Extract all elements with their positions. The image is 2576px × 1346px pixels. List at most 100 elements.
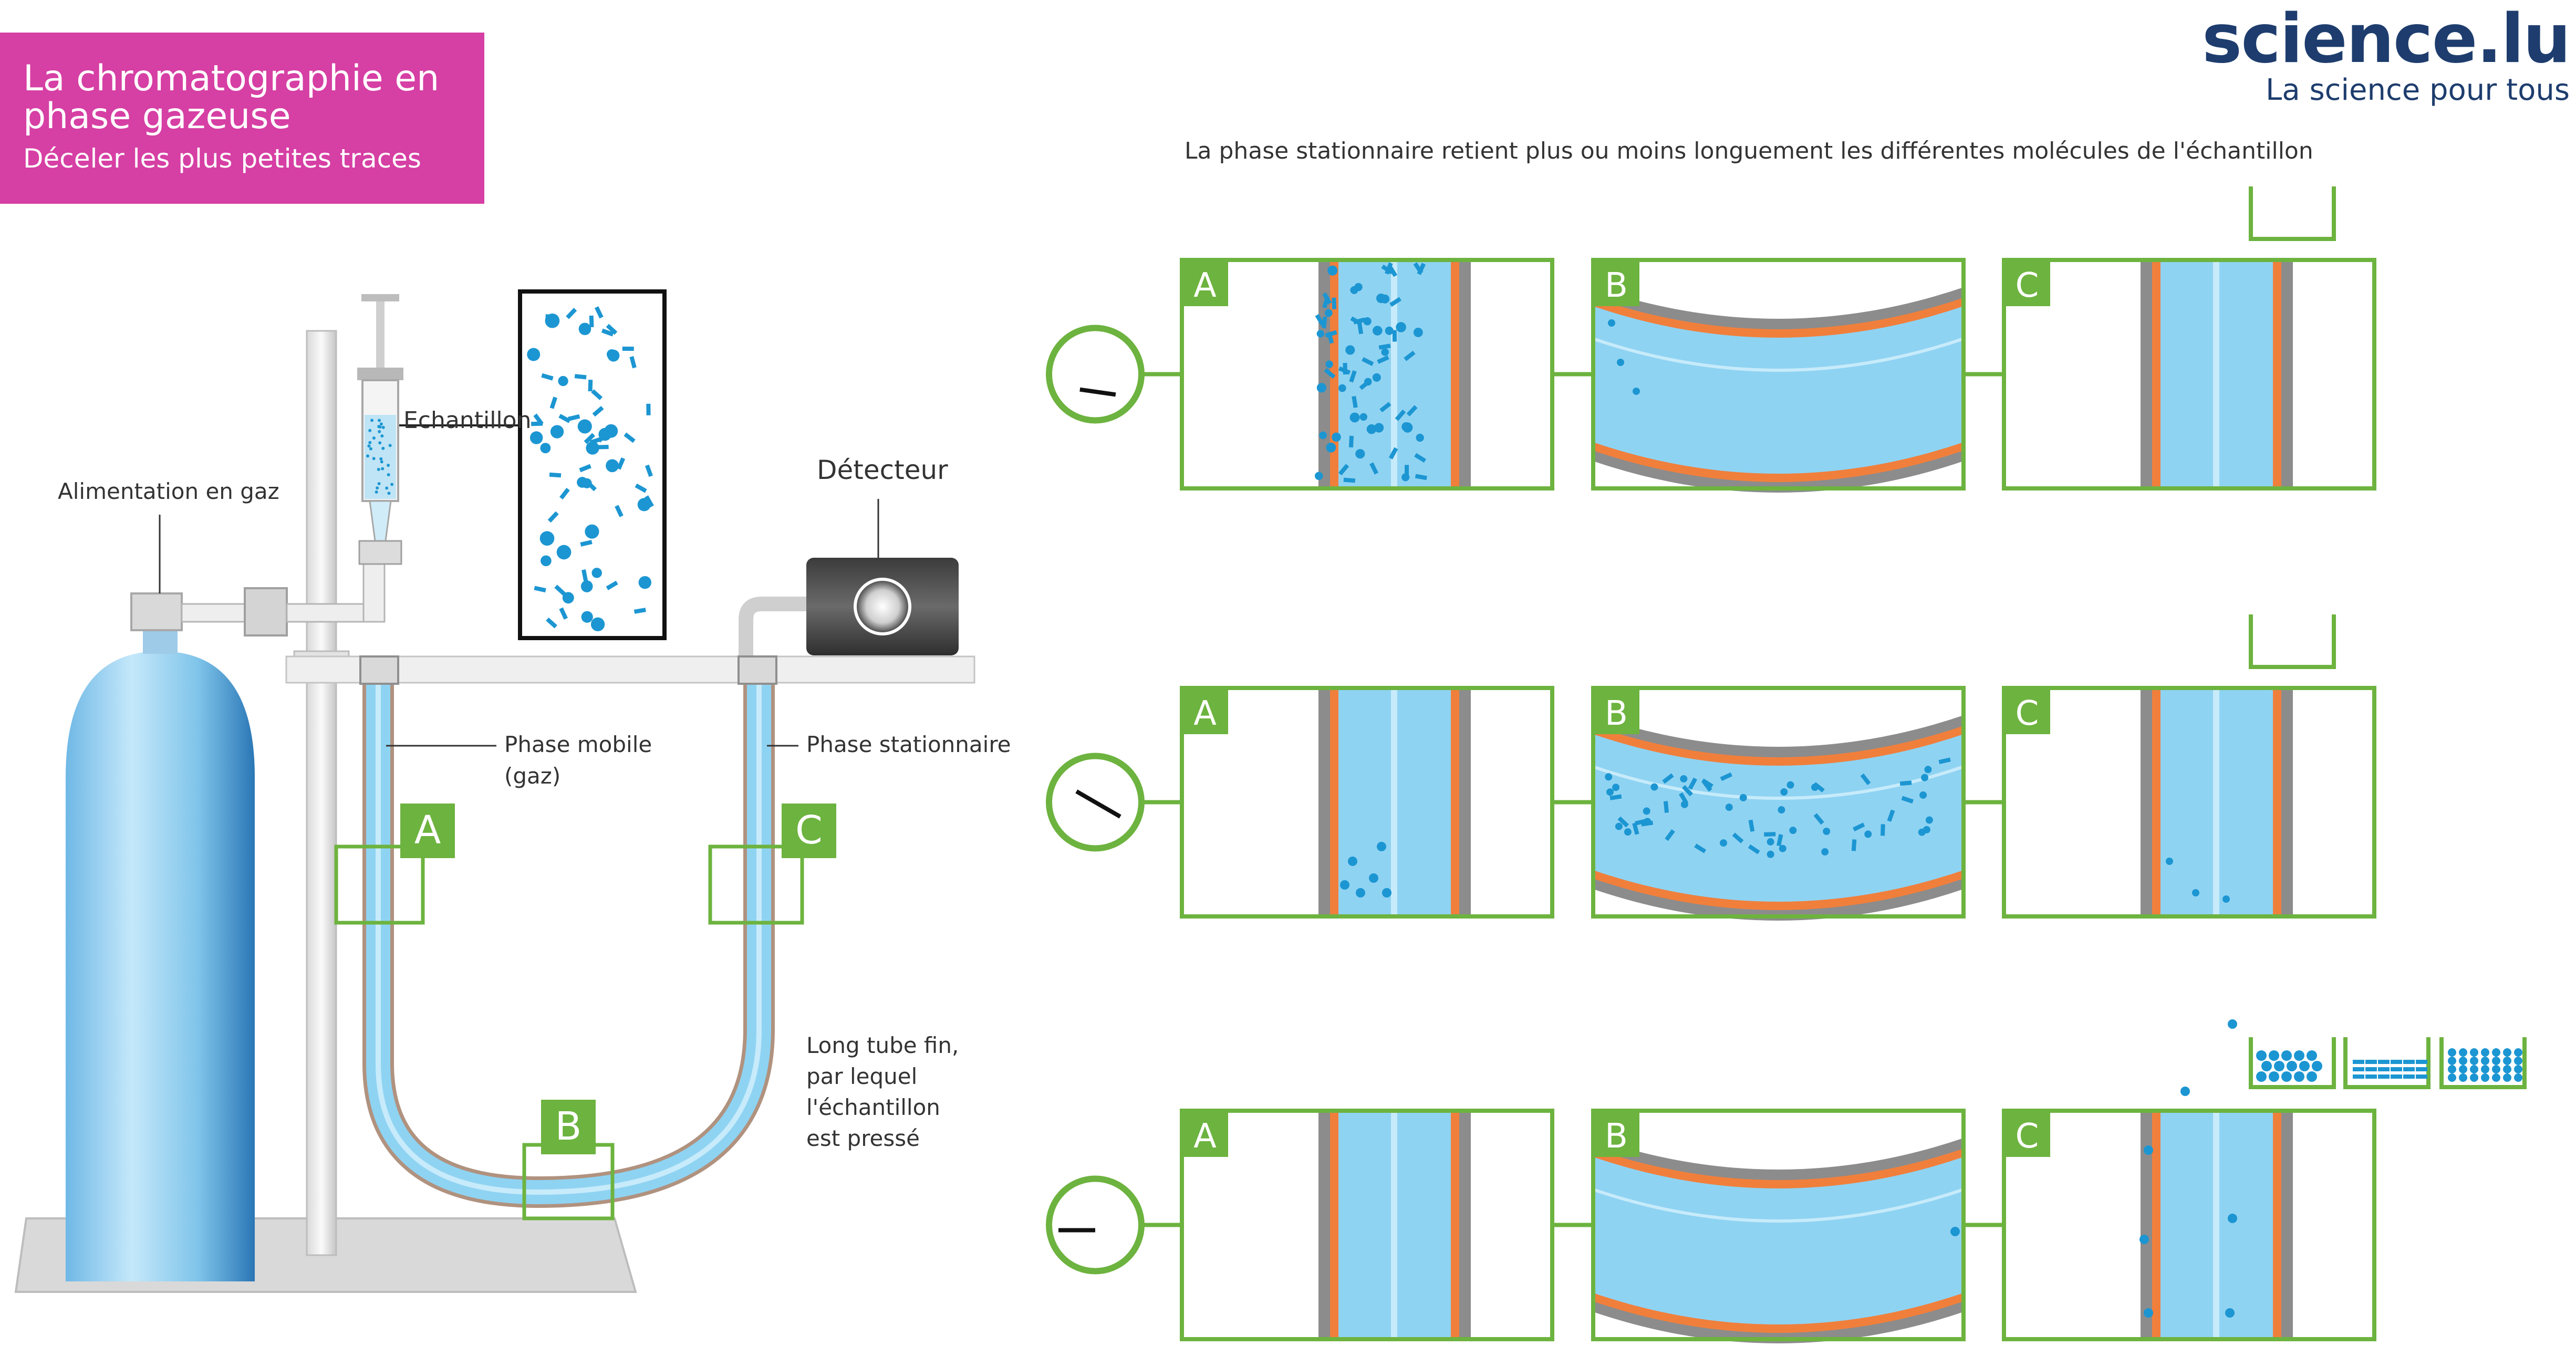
panel-frame [1591, 686, 1966, 919]
molecule [2492, 1065, 2500, 1073]
molecule [1701, 780, 1712, 792]
molecule [606, 580, 618, 590]
molecule [1325, 330, 1337, 338]
molecule [1414, 453, 1427, 463]
panel-c: C [2002, 258, 2376, 491]
molecule [1606, 788, 1614, 796]
molecule [1343, 477, 1356, 483]
page-subtitle: Déceler les plus petites traces [23, 143, 421, 174]
molecule [2416, 1067, 2427, 1071]
molecule [1366, 424, 1377, 434]
molecule [2269, 1050, 2279, 1061]
molecule [1396, 322, 1406, 332]
molecule [2228, 1019, 2237, 1029]
label-stationary-phase: Phase stationnaire [806, 732, 1011, 757]
molecule [381, 467, 385, 471]
panel-badge [1182, 688, 1228, 734]
panel-badge [1593, 260, 1639, 306]
molecule [1650, 783, 1658, 791]
molecule [1748, 819, 1755, 832]
molecule [367, 444, 371, 448]
molecule [1780, 788, 1788, 796]
molecule [379, 422, 383, 426]
molecule [1373, 326, 1383, 336]
molecule [554, 585, 566, 596]
molecule [377, 482, 381, 485]
molecule [1680, 800, 1688, 808]
molecule [2391, 1074, 2402, 1079]
molecule [1767, 850, 1774, 858]
molecule [1860, 773, 1871, 786]
molecule [1777, 834, 1783, 847]
molecule [615, 505, 624, 517]
panel-frame [1591, 1109, 1966, 1341]
molecule [381, 446, 385, 450]
molecule [387, 463, 390, 467]
molecule [368, 429, 372, 432]
molecule [1382, 888, 1391, 898]
molecule [568, 414, 580, 421]
molecule [1767, 838, 1774, 846]
molecule [581, 611, 593, 623]
molecule [378, 425, 382, 429]
molecule [1643, 807, 1650, 815]
molecule [529, 431, 543, 444]
molecule [606, 459, 619, 473]
molecule [606, 349, 617, 360]
detector-device [739, 558, 959, 656]
molecule [1377, 842, 1386, 851]
molecule [1389, 297, 1401, 307]
molecule [2481, 1057, 2489, 1065]
molecule [2492, 1048, 2500, 1057]
molecule [1779, 844, 1786, 852]
molecule [1624, 828, 1632, 836]
molecule [1315, 472, 1323, 481]
mobile-phase [1593, 306, 1964, 474]
molecule [2470, 1048, 2478, 1057]
tube-highlight [1391, 1111, 1397, 1339]
molecule [2470, 1073, 2478, 1082]
label-tube-1: Long tube fin, [806, 1032, 959, 1058]
molecule [1748, 844, 1760, 854]
molecule [1350, 286, 1358, 294]
molecule [1662, 773, 1674, 784]
molecule [617, 457, 626, 470]
molecule [2416, 1074, 2427, 1079]
panel-badge-letter: C [2016, 266, 2039, 305]
panel-b: B [1591, 258, 1966, 493]
molecule [1609, 794, 1622, 800]
molecule [2287, 1061, 2297, 1071]
molecule [541, 373, 554, 381]
molecule [1385, 262, 1393, 275]
molecule [2470, 1057, 2478, 1065]
molecule [1385, 326, 1394, 335]
receptacle [2249, 614, 2336, 669]
molecule [574, 374, 587, 380]
molecule [547, 511, 559, 523]
molecule [2228, 1214, 2237, 1223]
molecule [388, 444, 392, 447]
molecule [2180, 1087, 2190, 1096]
molecule [1864, 830, 1872, 838]
molecule [1324, 368, 1336, 379]
clock-face [1046, 1175, 1145, 1275]
u-column [359, 655, 777, 1208]
molecule [559, 607, 568, 620]
clock-face [1046, 325, 1145, 424]
molecule [646, 403, 651, 415]
molecule [1919, 791, 1927, 799]
molecule [1401, 422, 1411, 432]
molecule [2416, 1060, 2427, 1064]
molecule [527, 348, 541, 361]
clock-icon [1046, 753, 2004, 852]
molecule [2514, 1065, 2522, 1073]
clock-hand [1079, 387, 1116, 397]
molecule [1732, 832, 1744, 843]
molecule [2256, 1071, 2267, 1082]
molecule [1789, 827, 1797, 834]
molecule [2391, 1060, 2402, 1064]
molecule [2353, 1067, 2364, 1071]
molecule [1851, 839, 1857, 851]
molecule [592, 405, 604, 417]
label-tube-2: par lequel [806, 1063, 917, 1089]
